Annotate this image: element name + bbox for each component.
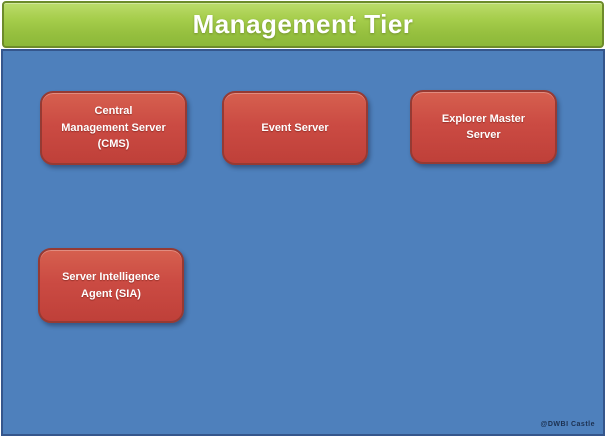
node-explorer-master-server: Explorer Master Server	[410, 90, 557, 164]
management-tier-panel: Central Management Server (CMS) Event Se…	[1, 49, 605, 436]
node-event-server: Event Server	[222, 91, 368, 165]
node-central-management-server: Central Management Server (CMS)	[40, 91, 187, 165]
node-central-management-server-label: Central Management Server (CMS)	[61, 105, 166, 151]
watermark: @DWBI Castle	[540, 421, 595, 428]
node-event-server-label: Event Server	[261, 121, 329, 134]
management-tier-banner: Management Tier	[2, 1, 604, 48]
node-server-intelligence-agent-label: Server Intelligence Agent (SIA)	[62, 271, 160, 300]
node-explorer-master-server-label: Explorer Master Server	[441, 112, 526, 142]
diagram-title: Management Tier	[192, 9, 414, 39]
node-server-intelligence-agent: Server Intelligence Agent (SIA)	[38, 248, 184, 323]
